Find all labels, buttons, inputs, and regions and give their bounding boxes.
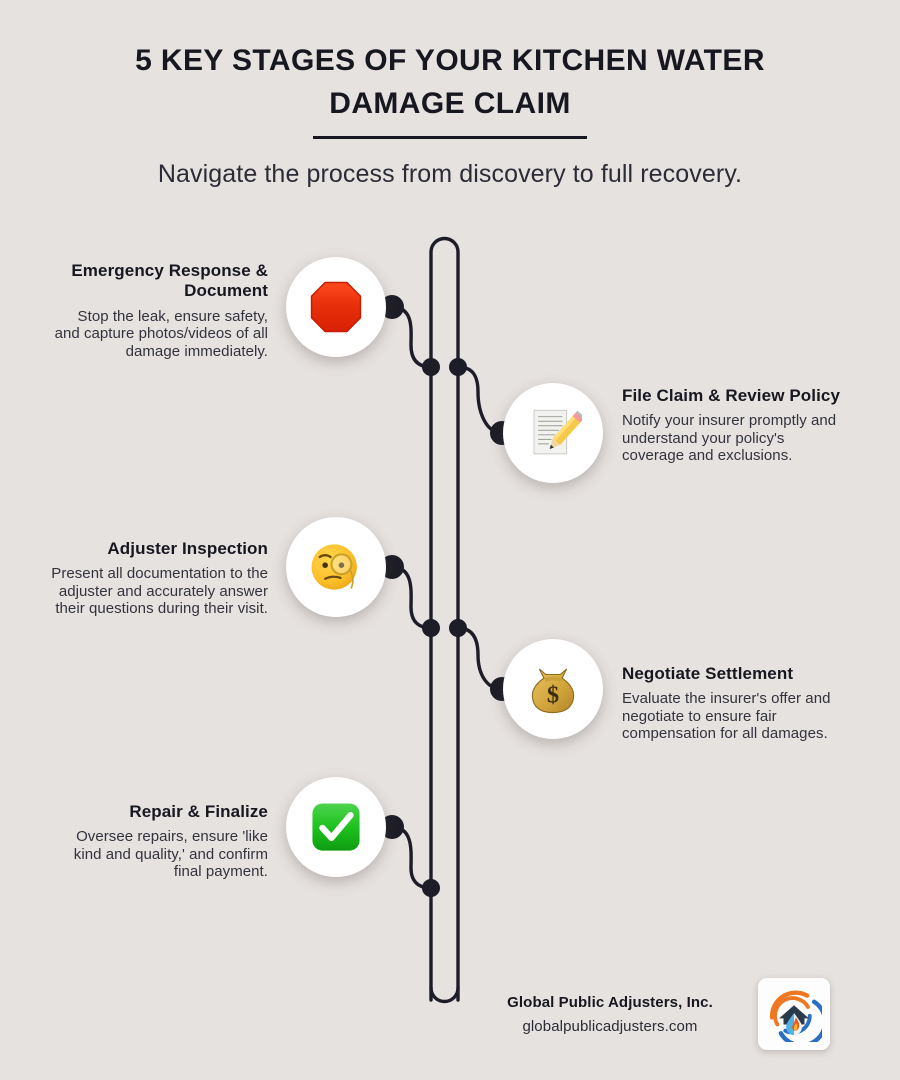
page-subtitle: Navigate the process from discovery to f…: [157, 160, 743, 189]
page-title: 5 KEY STAGES OF YOUR KITCHEN WATER DAMAG…: [135, 44, 765, 120]
stage-2-title: File Claim & Review Policy: [622, 386, 841, 405]
junction-dot-right-2: [449, 619, 467, 637]
branch-stage-2: [456, 365, 504, 435]
junction-dot-left-2: [422, 619, 440, 637]
stage-1-title: Emergency Response & Document: [71, 261, 268, 301]
stage-2-description: Notify your insurer promptly and underst…: [622, 412, 837, 465]
stage-1-text: Emergency Response & Document Stop the l…: [50, 261, 268, 360]
money-bag-icon: $: [531, 668, 575, 714]
title-divider: [313, 136, 587, 140]
stage-2-text: File Claim & Review Policy Notify your i…: [622, 386, 840, 465]
company-logo[interactable]: [758, 978, 830, 1050]
monocle-face-icon: [311, 544, 357, 590]
company-name: Global Public Adjusters, Inc.: [507, 993, 713, 1011]
check-mark-icon: [312, 803, 360, 851]
stage-1-icon-circle[interactable]: [286, 257, 386, 357]
footer: Global Public Adjusters, Inc. globalpubl…: [470, 978, 830, 1050]
stage-2-icon-circle[interactable]: [503, 383, 603, 483]
stop-sign-icon: [310, 281, 362, 333]
stage-5-title: Repair & Finalize: [129, 802, 268, 821]
stage-5-text: Repair & Finalize Oversee repairs, ensur…: [50, 802, 268, 881]
stage-4-title: Negotiate Settlement: [622, 664, 794, 683]
junction-dot-left-3: [422, 879, 440, 897]
footer-text: Global Public Adjusters, Inc. globalpubl…: [470, 994, 758, 1035]
stage-4-description: Evaluate the insurer's offer and negotia…: [622, 690, 831, 743]
company-website[interactable]: globalpublicadjusters.com: [522, 1017, 698, 1035]
branch-stage-3: [390, 565, 433, 630]
company-logo-icon: [769, 990, 822, 1042]
memo-pencil-icon: [533, 409, 582, 455]
branch-stage-1: [390, 305, 433, 369]
junction-dot-left-1: [422, 358, 440, 376]
junction-dot-right-1: [449, 358, 467, 376]
stage-3-title: Adjuster Inspection: [107, 539, 268, 558]
branch-stage-5: [390, 825, 433, 890]
stage-3-description: Present all documentation to the adjuste…: [51, 565, 268, 618]
stage-4-text: Negotiate Settlement Evaluate the insure…: [622, 664, 840, 743]
stage-1-description: Stop the leak, ensure safety, and captur…: [54, 307, 268, 360]
stage-3-icon-circle[interactable]: [286, 517, 386, 617]
svg-text:$: $: [547, 682, 559, 709]
branch-stage-4: [456, 626, 504, 691]
stage-3-text: Adjuster Inspection Present all document…: [50, 539, 268, 618]
spine-bottom-loop: [429, 986, 460, 1004]
header: 5 KEY STAGES OF YOUR KITCHEN WATER DAMAG…: [0, 40, 900, 189]
stage-4-icon-circle[interactable]: $: [503, 639, 603, 739]
stage-5-icon-circle[interactable]: [286, 777, 386, 877]
stage-5-description: Oversee repairs, ensure 'like kind and q…: [73, 828, 268, 881]
spine-top-loop: [429, 236, 460, 1002]
